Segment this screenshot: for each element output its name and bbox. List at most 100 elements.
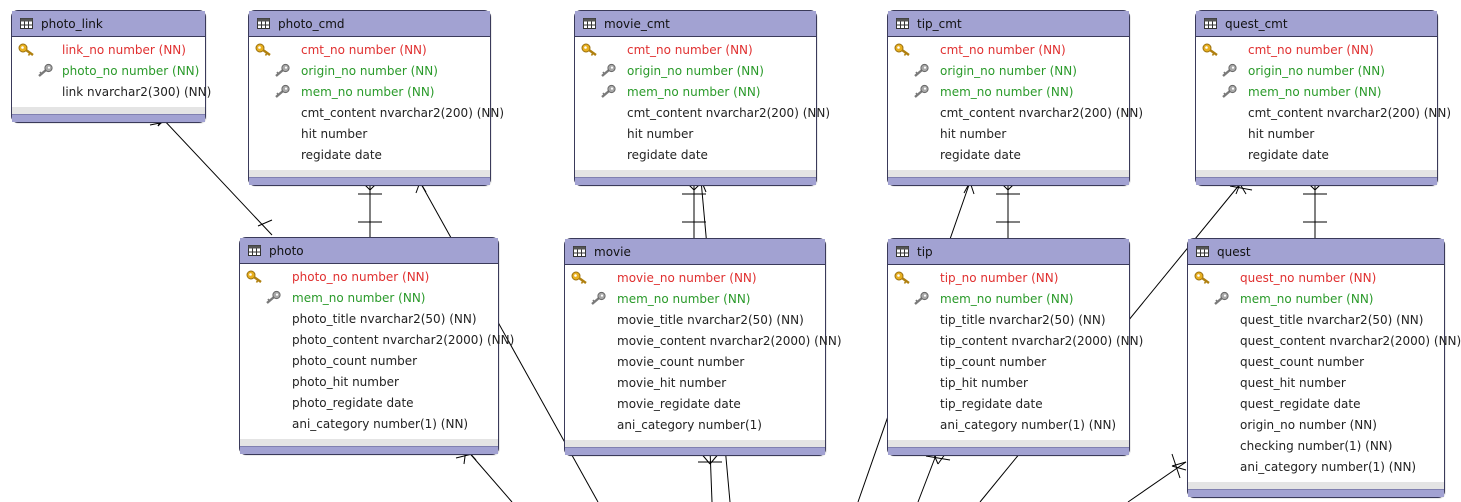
entity-quest[interactable]: quest quest_no number (NN)mem_no number (…	[1187, 238, 1461, 498]
primary-key-column[interactable]: cmt_no number (NN)	[249, 40, 490, 61]
column[interactable]: hit number	[1196, 124, 1437, 145]
column[interactable]: movie_regidate date	[565, 394, 825, 415]
column[interactable]: quest_content nvarchar2(2000) (NN)	[1188, 331, 1461, 352]
column[interactable]: regidate date	[888, 145, 1129, 166]
primary-key-column[interactable]: cmt_no number (NN)	[1196, 40, 1437, 61]
column[interactable]: ani_category number(1) (NN)	[888, 415, 1129, 436]
foreign-key-column[interactable]: mem_no number (NN)	[249, 82, 490, 103]
entity-photo[interactable]: photo photo_no number (NN)mem_no number (…	[239, 237, 514, 455]
entity-header[interactable]: photo_cmd	[249, 11, 490, 37]
entity-header[interactable]: tip	[888, 239, 1129, 265]
column[interactable]: cmt_content nvarchar2(200) (NN)	[888, 103, 1143, 124]
foreign-key-column[interactable]: origin_no number (NN)	[1196, 61, 1437, 82]
entity-header[interactable]: photo_link	[12, 11, 205, 37]
entity-header[interactable]: tip_cmt	[888, 11, 1129, 37]
entity-tip[interactable]: tip tip_no number (NN) mem_no number (NN) t…	[887, 238, 1143, 456]
column[interactable]: movie_hit number	[565, 373, 825, 394]
entity-header[interactable]: movie	[565, 239, 825, 265]
column[interactable]: hit number	[575, 124, 816, 145]
column[interactable]: photo_count number	[240, 351, 498, 372]
foreign-key-column[interactable]: mem_no number (NN)	[888, 82, 1129, 103]
column[interactable]: cmt_content nvarchar2(200) (NN)	[575, 103, 830, 124]
foreign-key-icon	[914, 291, 929, 305]
relationship-photo-external	[455, 448, 513, 502]
column[interactable]: quest_hit number	[1188, 373, 1444, 394]
column-text: mem_no number (NN)	[1248, 85, 1382, 99]
column-text: tip_count number	[940, 355, 1047, 369]
column-text: hit number	[627, 127, 694, 141]
foreign-key-column[interactable]: photo_no number (NN)	[12, 61, 205, 82]
foreign-key-column[interactable]: mem_no number (NN)	[888, 289, 1129, 310]
column[interactable]: origin_no number (NN)	[1188, 415, 1444, 436]
entity-bottom-band	[888, 177, 1129, 185]
column[interactable]: photo_hit number	[240, 372, 498, 393]
entity-header[interactable]: quest_cmt	[1196, 11, 1437, 37]
column[interactable]: tip_title nvarchar2(50) (NN)	[888, 310, 1129, 331]
column[interactable]: movie_title nvarchar2(50) (NN)	[565, 310, 825, 331]
column[interactable]: regidate date	[575, 145, 816, 166]
foreign-key-column[interactable]: mem_no number (NN)	[575, 82, 816, 103]
primary-key-column[interactable]: cmt_no number (NN)	[575, 40, 816, 61]
foreign-key-icon	[38, 63, 53, 77]
column-text: quest_hit number	[1240, 376, 1346, 390]
column-text: link nvarchar2(300) (NN)	[62, 85, 212, 99]
table-icon	[573, 246, 586, 257]
column[interactable]: checking number(1) (NN)	[1188, 436, 1444, 457]
column[interactable]: ani_category number(1)	[565, 415, 825, 436]
column[interactable]: photo_content nvarchar2(2000) (NN)	[240, 330, 514, 351]
table-icon	[248, 245, 261, 256]
foreign-key-column[interactable]: mem_no number (NN)	[565, 289, 825, 310]
foreign-key-column[interactable]: mem_no number (NN)	[240, 288, 498, 309]
foreign-key-column[interactable]: origin_no number (NN)	[249, 61, 490, 82]
column[interactable]: hit number	[249, 124, 490, 145]
entity-photo-link[interactable]: photo_link link_no number (NN)photo_no nu…	[11, 10, 211, 123]
entity-title: tip_cmt	[917, 16, 962, 31]
column[interactable]: cmt_content nvarchar2(200) (NN)	[249, 103, 504, 124]
entity-movie[interactable]: movie movie_no number (NN)mem_no number (…	[564, 238, 842, 456]
column[interactable]: photo_regidate date	[240, 393, 498, 414]
column-text: cmt_content nvarchar2(200) (NN)	[940, 106, 1144, 120]
column[interactable]: tip_regidate date	[888, 394, 1129, 415]
column[interactable]: tip_hit number	[888, 373, 1129, 394]
column[interactable]: tip_count number	[888, 352, 1129, 373]
column[interactable]: ani_category number(1) (NN)	[240, 414, 498, 435]
column[interactable]: quest_title nvarchar2(50) (NN)	[1188, 310, 1444, 331]
column-text: checking number(1) (NN)	[1240, 439, 1393, 453]
column[interactable]: tip_content nvarchar2(2000) (NN)	[888, 331, 1143, 352]
primary-key-column[interactable]: tip_no number (NN)	[888, 268, 1129, 289]
primary-key-column[interactable]: cmt_no number (NN)	[888, 40, 1129, 61]
column[interactable]: ani_category number(1) (NN)	[1188, 457, 1444, 478]
column-text: mem_no number (NN)	[940, 292, 1074, 306]
entity-header[interactable]: photo	[240, 238, 498, 264]
entity-movie-cmt[interactable]: movie_cmt cmt_no number (NN)origin_no num…	[574, 10, 830, 186]
foreign-key-column[interactable]: mem_no number (NN)	[1196, 82, 1437, 103]
foreign-key-icon	[591, 291, 606, 305]
column[interactable]: regidate date	[1196, 145, 1437, 166]
primary-key-icon	[1194, 271, 1210, 284]
primary-key-column[interactable]: photo_no number (NN)	[240, 267, 498, 288]
entity-header[interactable]: quest	[1188, 239, 1444, 265]
column[interactable]: regidate date	[249, 145, 490, 166]
entity-tip-cmt[interactable]: tip_cmt cmt_no number (NN)origin_no numbe…	[887, 10, 1143, 186]
column[interactable]: photo_title nvarchar2(50) (NN)	[240, 309, 498, 330]
foreign-key-column[interactable]: origin_no number (NN)	[575, 61, 816, 82]
entity-footer-band	[12, 107, 205, 116]
foreign-key-column[interactable]: origin_no number (NN)	[888, 61, 1129, 82]
column[interactable]: movie_count number	[565, 352, 825, 373]
foreign-key-column[interactable]: mem_no number (NN)	[1188, 289, 1444, 310]
entity-photo-cmd[interactable]: photo_cmd cmt_no number (NN)origin_no num…	[248, 10, 504, 186]
column[interactable]: hit number	[888, 124, 1129, 145]
entity-title: photo	[269, 243, 304, 258]
entity-quest-cmt[interactable]: quest_cmt cmt_no number (NN)origin_no num…	[1195, 10, 1451, 186]
column-text: photo_hit number	[292, 375, 399, 389]
column[interactable]: quest_regidate date	[1188, 394, 1444, 415]
column[interactable]: movie_content nvarchar2(2000) (NN)	[565, 331, 842, 352]
column[interactable]: cmt_content nvarchar2(200) (NN)	[1196, 103, 1451, 124]
column[interactable]: quest_count number	[1188, 352, 1444, 373]
entity-header[interactable]: movie_cmt	[575, 11, 816, 37]
primary-key-column[interactable]: quest_no number (NN)	[1188, 268, 1444, 289]
primary-key-column[interactable]: movie_no number (NN)	[565, 268, 825, 289]
primary-key-column[interactable]: link_no number (NN)	[12, 40, 205, 61]
column[interactable]: link nvarchar2(300) (NN)	[12, 82, 211, 103]
primary-key-icon	[894, 271, 910, 284]
